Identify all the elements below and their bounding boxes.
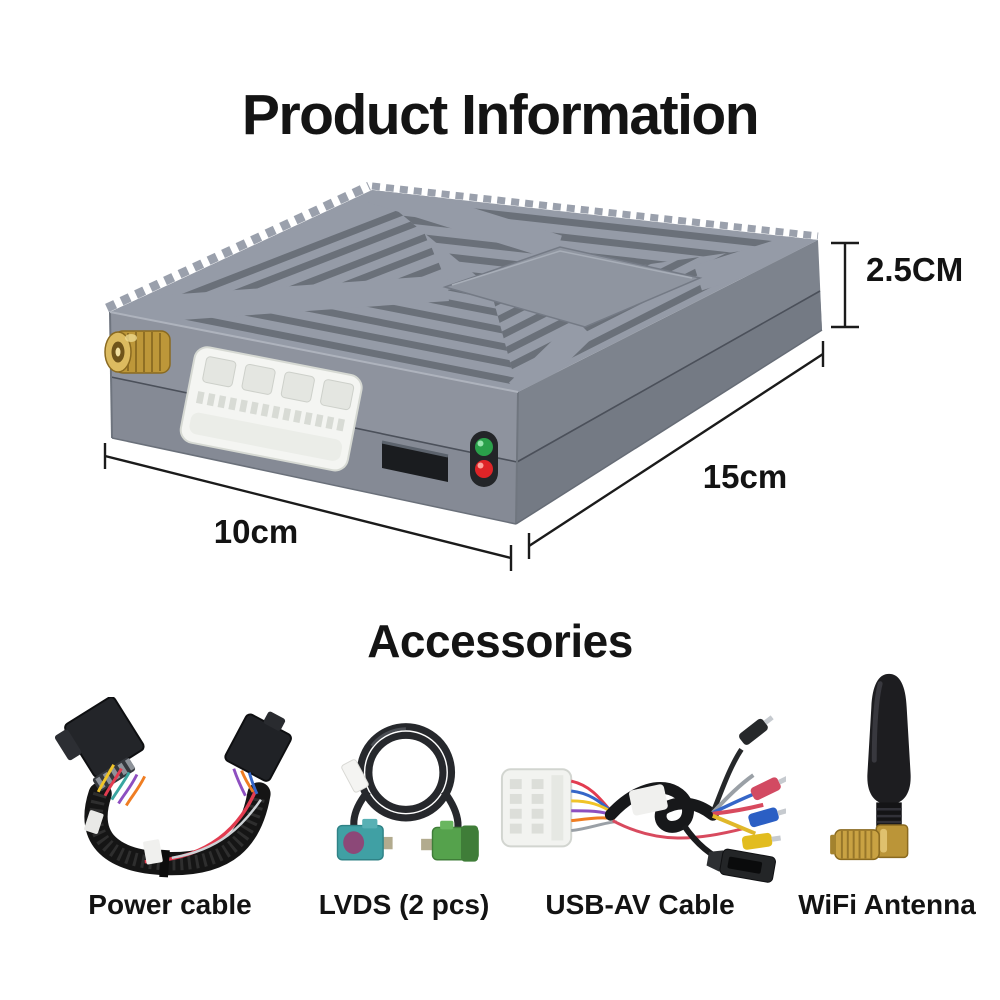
main-harness-connector xyxy=(179,346,363,472)
fin-edge xyxy=(105,181,371,313)
power-cable-icon xyxy=(54,697,292,878)
width-dimension-label: 10cm xyxy=(213,513,299,550)
accessory-label-wifi-antenna: WiFi Antenna xyxy=(798,889,976,920)
length-dimension-label: 15cm xyxy=(702,458,788,495)
product-figure: 2.5CM 15cm 10cm xyxy=(0,175,1000,605)
length-dimension-line xyxy=(528,352,824,548)
accessories-heading: Accessories xyxy=(367,615,633,667)
fin-edge xyxy=(371,182,819,240)
led-indicators xyxy=(470,431,498,487)
width-dimension-line xyxy=(104,454,512,560)
accessory-label-power-cable: Power cable xyxy=(88,889,252,920)
green-led xyxy=(475,438,493,456)
connector-pins xyxy=(195,391,345,432)
accessory-label-lvds: LVDS (2 pcs) xyxy=(318,889,490,920)
accessory-label-usb-av: USB-AV Cable xyxy=(545,889,735,920)
lvds-cable-icon xyxy=(336,723,479,862)
usb-port xyxy=(706,848,776,883)
height-dimension-label: 2.5CM xyxy=(866,251,964,288)
card-slot xyxy=(381,440,449,482)
device-side-face xyxy=(516,240,822,524)
wifi-antenna-icon xyxy=(830,673,911,861)
usb-av-cable-icon xyxy=(500,715,786,883)
device-top-face xyxy=(105,181,819,393)
dimension-lines xyxy=(103,241,859,571)
antenna-sma-connector xyxy=(104,330,171,374)
page-title: Product Information xyxy=(241,83,760,147)
red-led xyxy=(475,460,493,478)
center-panel xyxy=(110,190,818,392)
device-image xyxy=(103,181,859,571)
